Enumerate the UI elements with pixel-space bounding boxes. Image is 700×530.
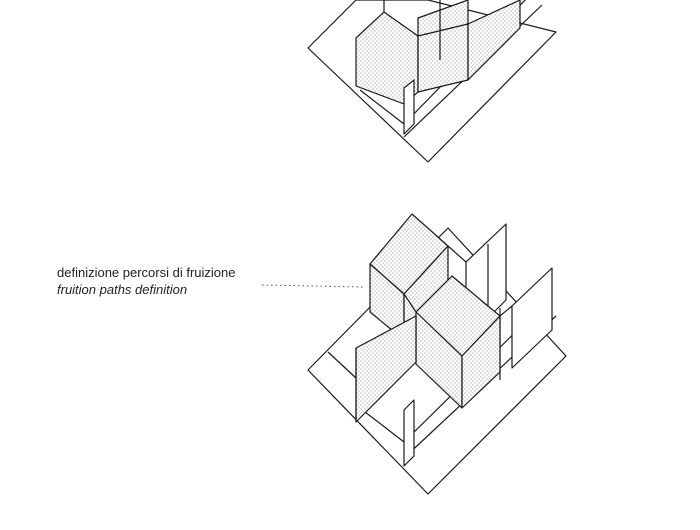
bottom-roof-line-1 [447,245,467,263]
bottom-axonometric [261,213,567,495]
top-axonometric [307,0,557,163]
label-italian: definizione percorsi di fruizione [57,265,236,280]
label-english: fruition paths definition [57,282,188,297]
label-leader-line [261,284,365,288]
top-block-face-right [467,0,521,81]
bottom-left-wall [355,315,417,423]
top-block-face-center [417,0,469,93]
bottom-block2-right [461,315,501,409]
bottom-roof-line-3 [403,293,417,313]
bottom-back-panel-2 [511,267,553,369]
bottom-roof-line-2 [499,305,513,317]
top-thin-wall [403,79,415,135]
top-base-plate [307,0,557,163]
path-definition-label: definizione percorsi di fruizione fruiti… [57,264,235,298]
top-edge-c [417,23,469,37]
bottom-path-line-3 [327,351,357,379]
bottom-front-wall [403,399,415,467]
